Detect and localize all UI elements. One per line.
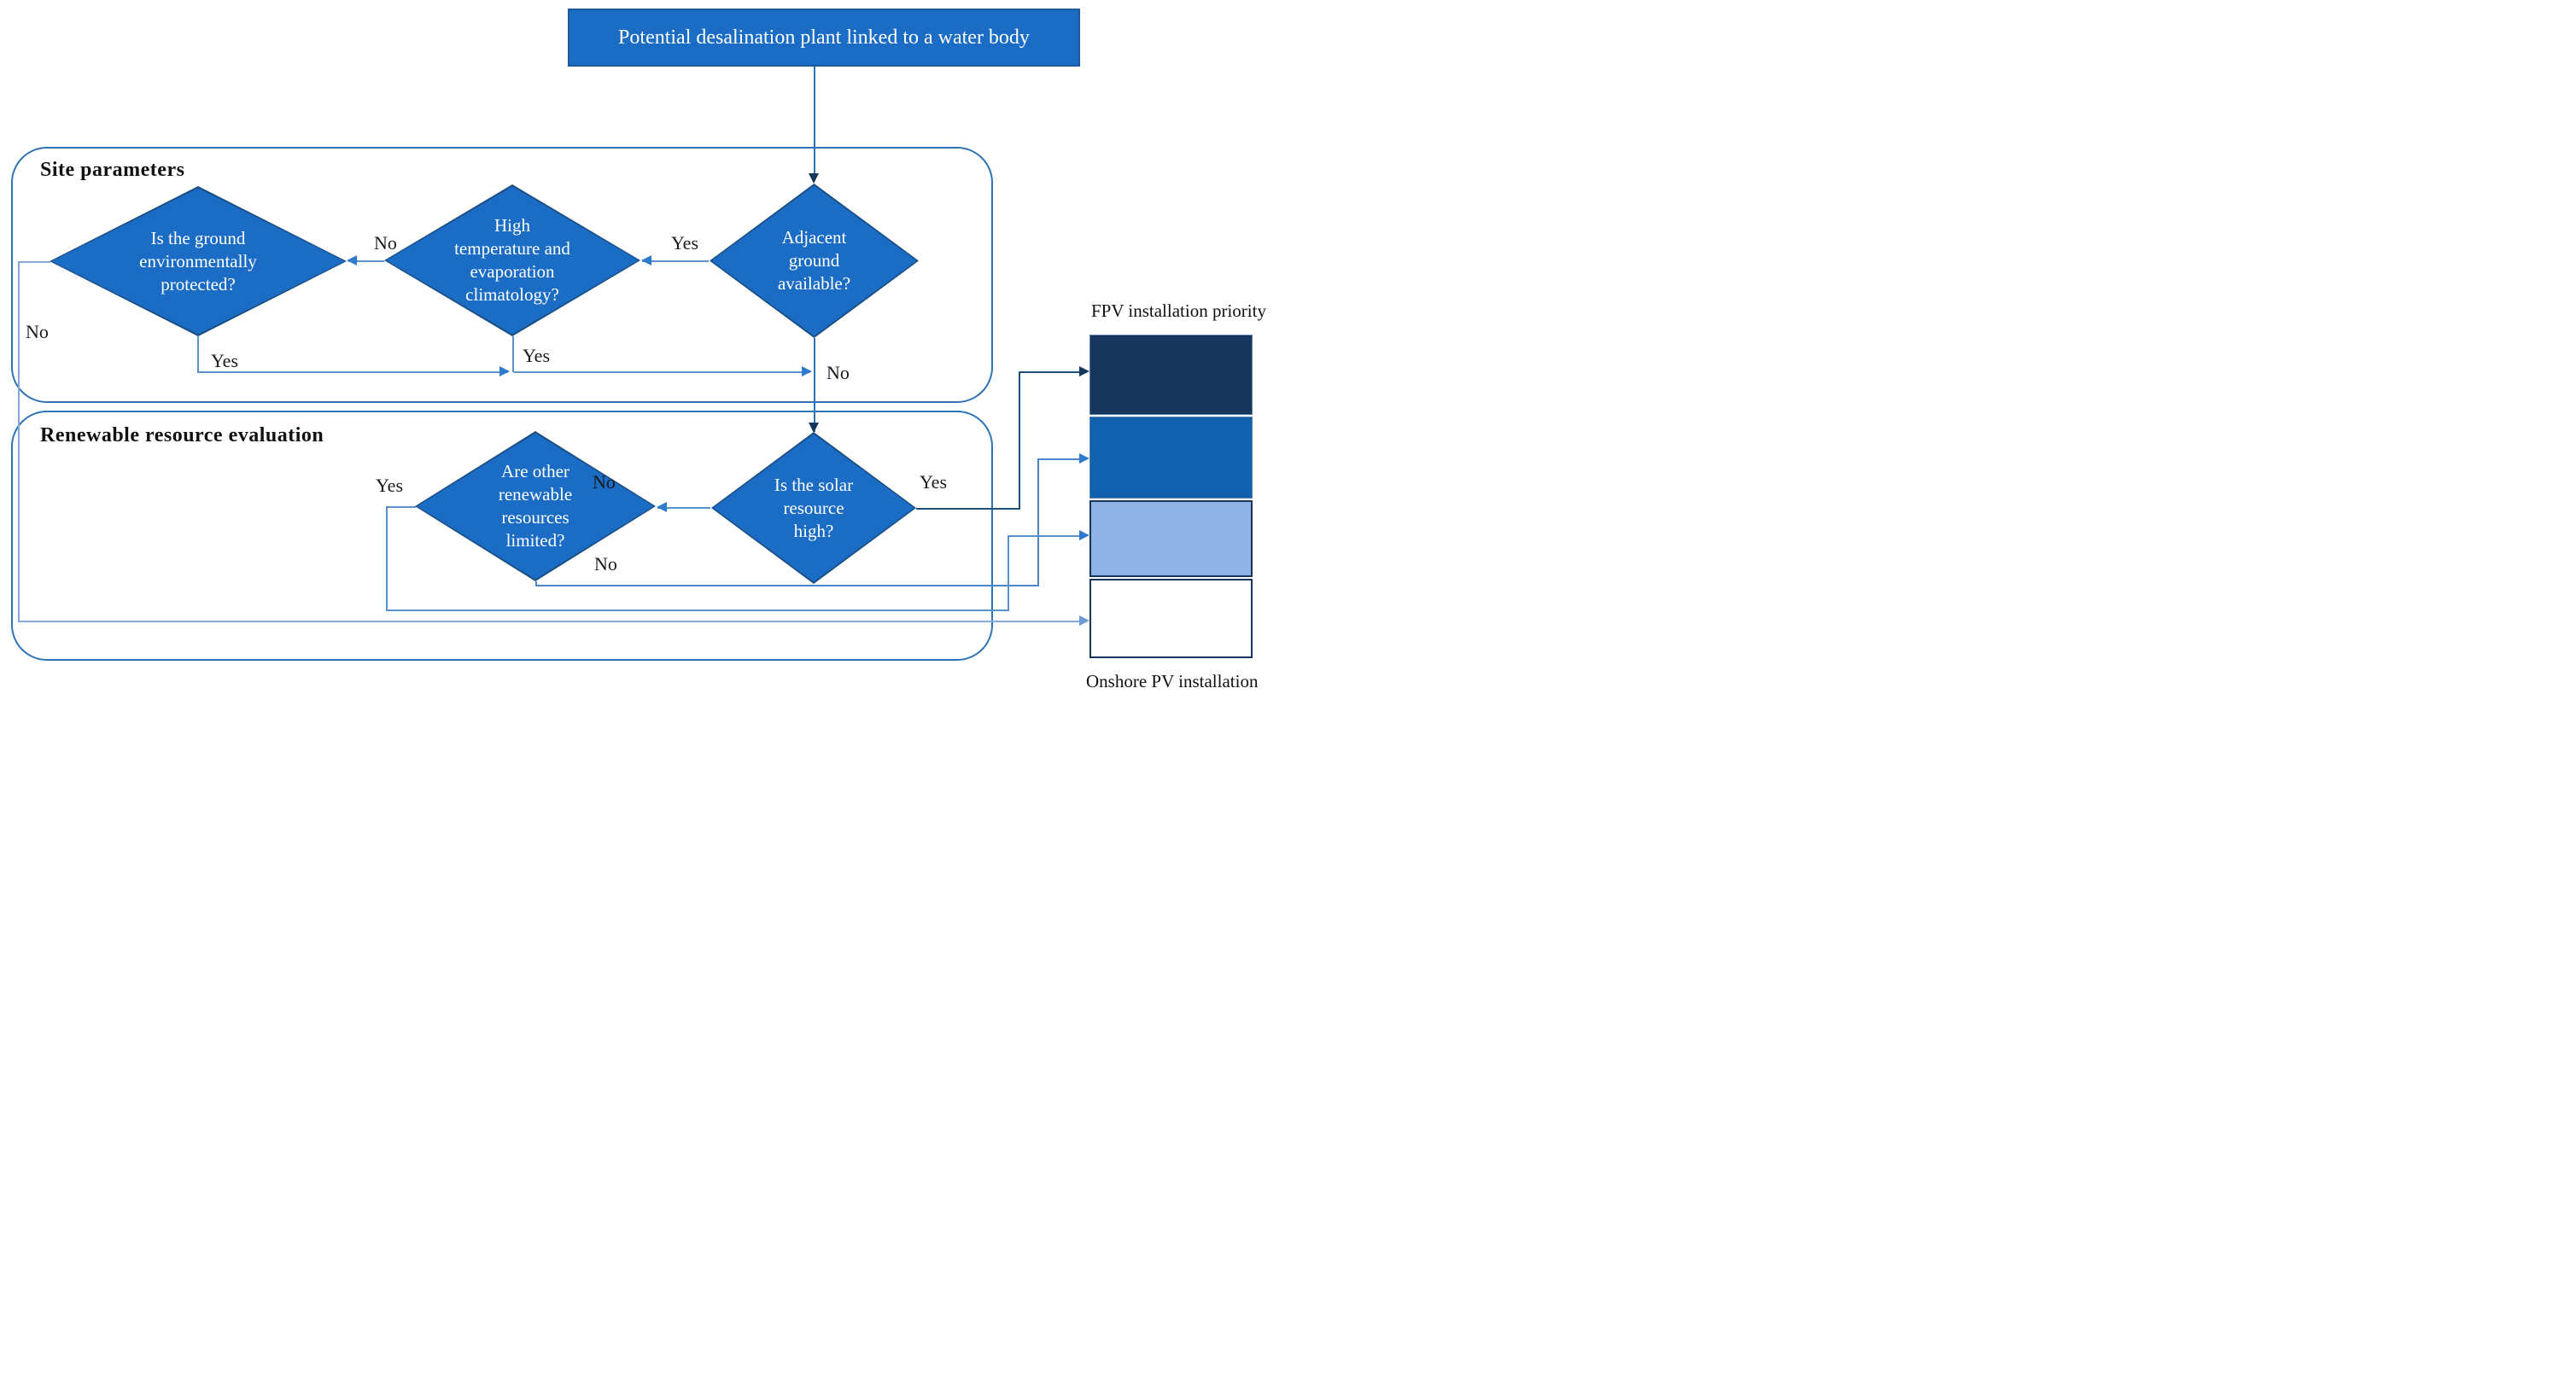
node-solar-high-label: Is the solar resource high? [774,474,854,541]
flowchart-canvas: Site parameters Renewable resource evalu… [0,0,1288,700]
edge-ground-no-h2 [18,621,1081,622]
edge-renewables-yes-v1 [386,506,388,610]
arrowhead-into-priority-3 [1079,530,1089,540]
arrowhead-into-priority-2 [1079,453,1089,464]
arrowhead-ground-yes-junction [499,366,510,376]
node-other-renewables-label: Are other renewable resources limited? [498,461,573,551]
arrowhead-into-adjacent [809,173,819,184]
renewable-evaluation-container [11,411,993,661]
edge-hightemp-yes-h [514,371,810,373]
arrowhead-into-groundprotected [347,255,357,265]
label-renewables-yes: Yes [376,475,404,496]
edge-solar-yes-h2 [1019,371,1081,373]
label-adjacent-no: No [827,362,850,383]
edge-renewables-no-h2 [1037,458,1081,460]
label-renewables-no: No [594,553,617,575]
edge-ground-no-h1 [19,261,50,263]
priority-box-2 [1089,417,1253,499]
edge-renewables-yes-h3 [1008,535,1081,537]
label-ground-no: No [26,321,49,342]
label-ground-yes: Yes [211,350,239,371]
label-adjacent-yes: Yes [671,232,699,254]
node-adjacent-ground-label: Adjacent ground available? [777,227,851,294]
label-solar-yes: Yes [920,471,948,493]
arrowhead-hightemp-yes-junction [802,366,812,376]
node-ground-protected-label: Is the ground environmentally protected? [139,227,257,295]
edge-hightemp-yes-v [512,336,514,372]
label-hightemp-yes: Yes [523,345,551,366]
edge-renewables-yes-h2 [386,610,1009,611]
arrowhead-into-priority-1 [1079,366,1089,376]
edge-solar-no [657,507,710,509]
edge-ground-no-v [18,261,20,621]
priority-box-3 [1089,500,1253,577]
edge-renewables-no-v1 [535,581,537,586]
edge-adjacent-no [814,338,815,432]
edge-solar-yes-h1 [916,508,1020,510]
edge-renewables-no-h1 [535,585,1039,586]
priority-title: FPV installation priority [1091,300,1266,321]
edge-solar-yes-v [1019,371,1020,510]
priority-box-4 [1089,579,1253,658]
arrowhead-into-onshore-box [1079,615,1089,626]
site-parameters-title: Site parameters [40,159,185,181]
site-parameters-container [11,147,993,403]
edge-renewables-no-v2 [1037,458,1039,586]
edge-renewables-yes-h1 [386,506,416,508]
edge-ground-yes-v [197,336,199,371]
edge-hightemp-no [348,260,384,262]
renewable-evaluation-title: Renewable resource evaluation [40,424,324,446]
onshore-label: Onshore PV installation [1086,671,1259,691]
start-node: Potential desalination plant linked to a… [568,9,1080,67]
edge-adjacent-yes [642,260,709,262]
priority-box-1 [1089,335,1253,415]
arrowhead-into-hightemp [641,255,651,265]
edge-renewables-yes-v2 [1008,535,1009,610]
label-hightemp-no: No [374,232,397,254]
edge-ground-yes-h [197,371,508,373]
node-high-temp-label: High temperature and evaporation climato… [454,215,570,305]
start-node-label: Potential desalination plant linked to a… [618,26,1030,49]
arrowhead-into-renewables [657,502,667,512]
label-solar-no: No [593,471,616,493]
arrowhead-into-solar [809,423,819,433]
edge-start-to-adjacent [814,67,815,181]
